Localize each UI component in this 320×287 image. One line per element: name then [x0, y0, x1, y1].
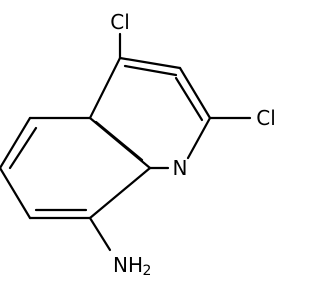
- bond-c4-c3-inner: [123, 64, 178, 77]
- bond-c2-n1: [186, 116, 212, 160]
- bond-c6-c7: [0, 166, 32, 220]
- bond-c4a-c4: [88, 56, 122, 120]
- atom-n-1: N: [173, 156, 188, 180]
- atom-nh2-main: NH: [113, 253, 143, 277]
- bond-c5-c6: [0, 116, 32, 170]
- bond-c8-c8a: [88, 166, 152, 220]
- molecule-drawing: Cl Cl N NH 2: [0, 10, 276, 279]
- bond-c3-c2-inner: [174, 76, 204, 122]
- bond-c3-c2: [178, 66, 212, 120]
- bond-c8a-c4a-inner: [94, 120, 144, 162]
- structure-canvas: Cl Cl N NH 2: [0, 10, 276, 279]
- atom-cl-4: Cl: [110, 10, 130, 34]
- bond-c5-c6-inner: [8, 126, 38, 170]
- bond-c8-nh2: [88, 216, 112, 252]
- bond-c4-c3: [118, 56, 182, 70]
- atom-cl-2: Cl: [256, 106, 276, 130]
- atom-nh2-subscript: 2: [143, 263, 152, 279]
